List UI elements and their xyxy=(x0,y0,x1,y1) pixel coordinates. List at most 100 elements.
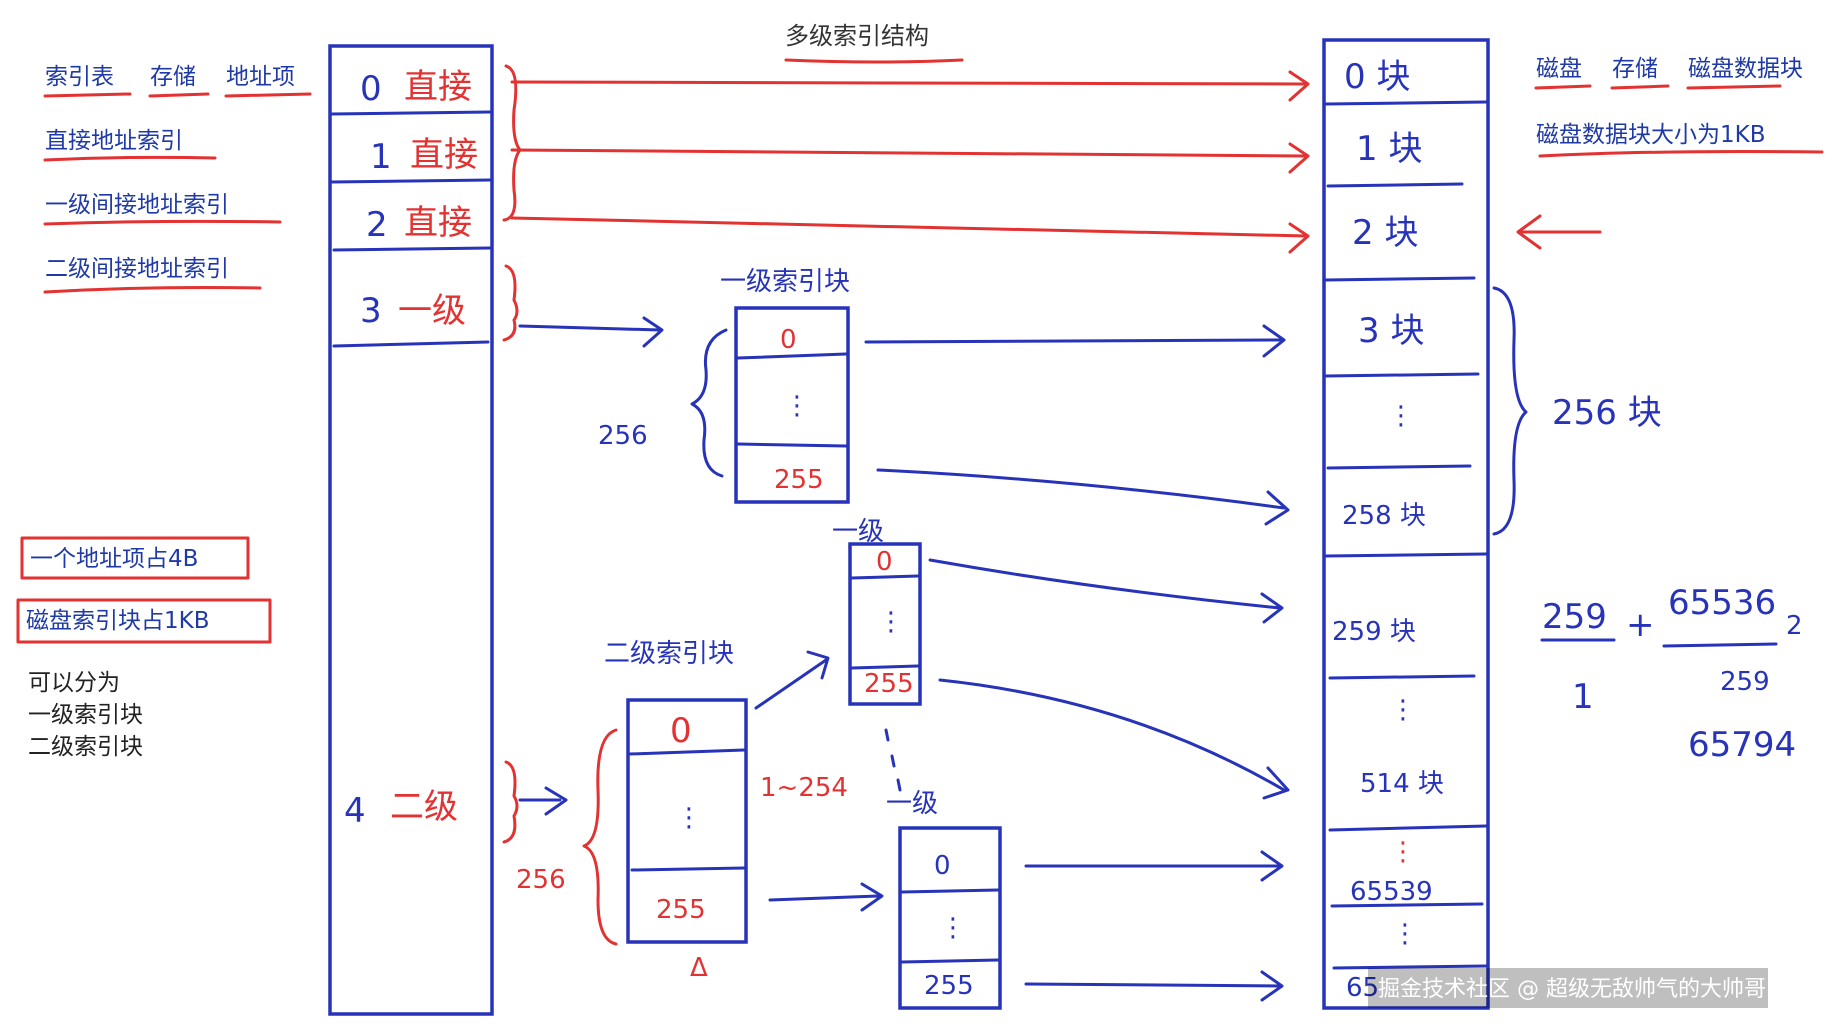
disk-block: ⋮ xyxy=(1390,837,1416,867)
legend-left-header-1: 索引表 xyxy=(45,64,114,90)
calc-d: 259 xyxy=(1720,667,1770,697)
legend-left-header-2: 存储 xyxy=(150,64,196,90)
notes: 一个地址项占4B 磁盘索引块占1KB 可以分为 一级索引块 二级索引块 xyxy=(18,538,270,760)
brace-level2 xyxy=(504,762,517,842)
index-table: 0 直接 1 直接 2 直接 3 一级 4 二级 xyxy=(330,46,492,1014)
legend-right-note: 磁盘数据块大小为1KB xyxy=(1536,122,1766,148)
disk-block: ⋮ xyxy=(1390,695,1416,725)
disk-block: ⋮ xyxy=(1392,919,1418,949)
legend-right-header-3: 磁盘数据块 xyxy=(1688,56,1803,82)
index-entry-num: 1 xyxy=(370,137,392,177)
level2-block-last: 255 xyxy=(656,895,706,925)
disk-block: 65539 xyxy=(1350,877,1433,907)
disk-blocks: 0 块 1 块 2 块 3 块 ⋮ 258 块 259 块 ⋮ 514 块 ⋮ … xyxy=(1324,40,1488,1008)
level2-block-caption: 二级索引块 xyxy=(604,639,734,669)
disk-block: 259 块 xyxy=(1332,617,1416,647)
brace-level1 xyxy=(504,266,517,340)
note-index-block-size: 磁盘索引块占1KB xyxy=(26,608,210,634)
index-entry-num: 2 xyxy=(366,205,388,245)
index-entry: 1 直接 xyxy=(370,135,478,177)
arrow-l1-last xyxy=(878,470,1288,524)
calc-b: 1 xyxy=(1572,677,1594,717)
brace-direct xyxy=(504,66,520,220)
level1-block-first: 0 xyxy=(780,325,797,355)
level1-block-count: 256 xyxy=(598,421,648,451)
note-split-2: 一级索引块 xyxy=(28,702,143,728)
disk-block: ⋮ xyxy=(1388,401,1414,431)
arrow-sub2-last xyxy=(1026,972,1282,1000)
calc-c: 65536 xyxy=(1668,583,1776,623)
diagram-title: 多级索引结构 xyxy=(785,22,929,50)
watermark-text: 掘金技术社区 @ 超级无敌帅气的大帅哥 xyxy=(1378,977,1766,1002)
level1-block-last: 255 xyxy=(774,465,824,495)
index-entry-label: 直接 xyxy=(410,135,478,175)
calc-plus: + xyxy=(1626,605,1655,645)
disk-block: 3 块 xyxy=(1358,311,1424,351)
legend-left: 索引表 存储 地址项 直接地址索引 一级间接地址索引 二级间接地址索引 xyxy=(45,64,310,292)
index-entry-label: 直接 xyxy=(404,203,472,243)
level1-block-dots: ⋮ xyxy=(784,391,810,421)
sub-block-last: 255 xyxy=(924,971,974,1001)
note-addr-size: 一个地址项占4B xyxy=(30,546,198,572)
level2-block-dots: ⋮ xyxy=(676,803,702,833)
watermark: 掘金技术社区 @ 超级无敌帅气的大帅哥 xyxy=(1368,968,1768,1008)
legend-left-item-2: 一级间接地址索引 xyxy=(45,192,229,218)
index-entry-num: 4 xyxy=(344,791,366,831)
arrow-to-level2 xyxy=(520,788,566,814)
arrow-sub1-last xyxy=(940,680,1288,798)
sub-block-first: 0 xyxy=(934,851,951,881)
direct-arrows xyxy=(512,72,1308,252)
legend-left-header-3: 地址项 xyxy=(226,64,295,90)
index-entry: 4 二级 xyxy=(344,787,458,831)
sub-block: 一级 0 ⋮ 255 xyxy=(832,517,920,704)
pointer-arrow xyxy=(1518,216,1600,248)
disk-block: 514 块 xyxy=(1360,769,1444,799)
arrow-sub1-first xyxy=(930,560,1282,622)
sub-block-dots xyxy=(886,730,900,790)
sub-block-last: 255 xyxy=(864,669,914,699)
note-split-1: 可以分为 xyxy=(28,670,120,696)
sub-block-caption: 一级 xyxy=(886,789,938,819)
note-split-3: 二级索引块 xyxy=(28,734,143,760)
disk-block: 258 块 xyxy=(1342,501,1426,531)
sub-block-dots: ⋮ xyxy=(940,913,966,943)
level2-block-first: 0 xyxy=(670,711,692,751)
sub-block: 一级 0 ⋮ 255 xyxy=(886,789,1000,1008)
calc-result: 65794 xyxy=(1688,725,1796,765)
arrow-l2-first xyxy=(756,652,828,708)
arrow-l2-last xyxy=(770,884,882,910)
legend-right: 磁盘 存储 磁盘数据块 磁盘数据块大小为1KB xyxy=(1518,56,1822,248)
level1-block-caption: 一级索引块 xyxy=(720,267,850,297)
index-entry-label: 二级 xyxy=(390,787,458,827)
level2-block: 二级索引块 0 ⋮ 255 256 1~254 Δ xyxy=(516,639,848,983)
legend-right-header-2: 存储 xyxy=(1612,56,1658,82)
sub-block-first: 0 xyxy=(876,547,893,577)
index-entry-num: 3 xyxy=(360,291,382,331)
level1-block: 一级索引块 0 ⋮ 255 256 xyxy=(598,267,850,502)
disk-brace xyxy=(1494,288,1526,534)
legend-left-item-1: 直接地址索引 xyxy=(45,128,183,154)
calculation: 259 1 + 65536 2 259 65794 xyxy=(1542,583,1803,765)
level2-block-count: 256 xyxy=(516,865,566,895)
level2-block-marker: Δ xyxy=(690,953,708,983)
disk-block: 0 块 xyxy=(1344,57,1410,97)
index-entry-label: 一级 xyxy=(398,291,466,331)
disk-block: 2 块 xyxy=(1352,213,1418,253)
index-entry: 0 直接 xyxy=(360,67,472,109)
level2-block-range: 1~254 xyxy=(760,773,848,803)
index-entry: 3 一级 xyxy=(360,291,466,331)
arrow-sub2-first xyxy=(1026,852,1282,880)
index-entry-label: 直接 xyxy=(404,67,472,107)
arrow-l1-first xyxy=(866,326,1284,356)
sub-block-dots: ⋮ xyxy=(878,607,904,637)
legend-right-header-1: 磁盘 xyxy=(1536,56,1582,82)
calc-suffix: 2 xyxy=(1786,611,1803,641)
disk-block: 1 块 xyxy=(1356,129,1422,169)
calc-a: 259 xyxy=(1542,597,1607,637)
title-underline xyxy=(786,60,962,62)
legend-left-item-3: 二级间接地址索引 xyxy=(45,256,229,282)
arrow-to-level1 xyxy=(520,318,662,346)
disk-brace-label: 256 块 xyxy=(1552,393,1662,433)
index-entry-num: 0 xyxy=(360,69,382,109)
